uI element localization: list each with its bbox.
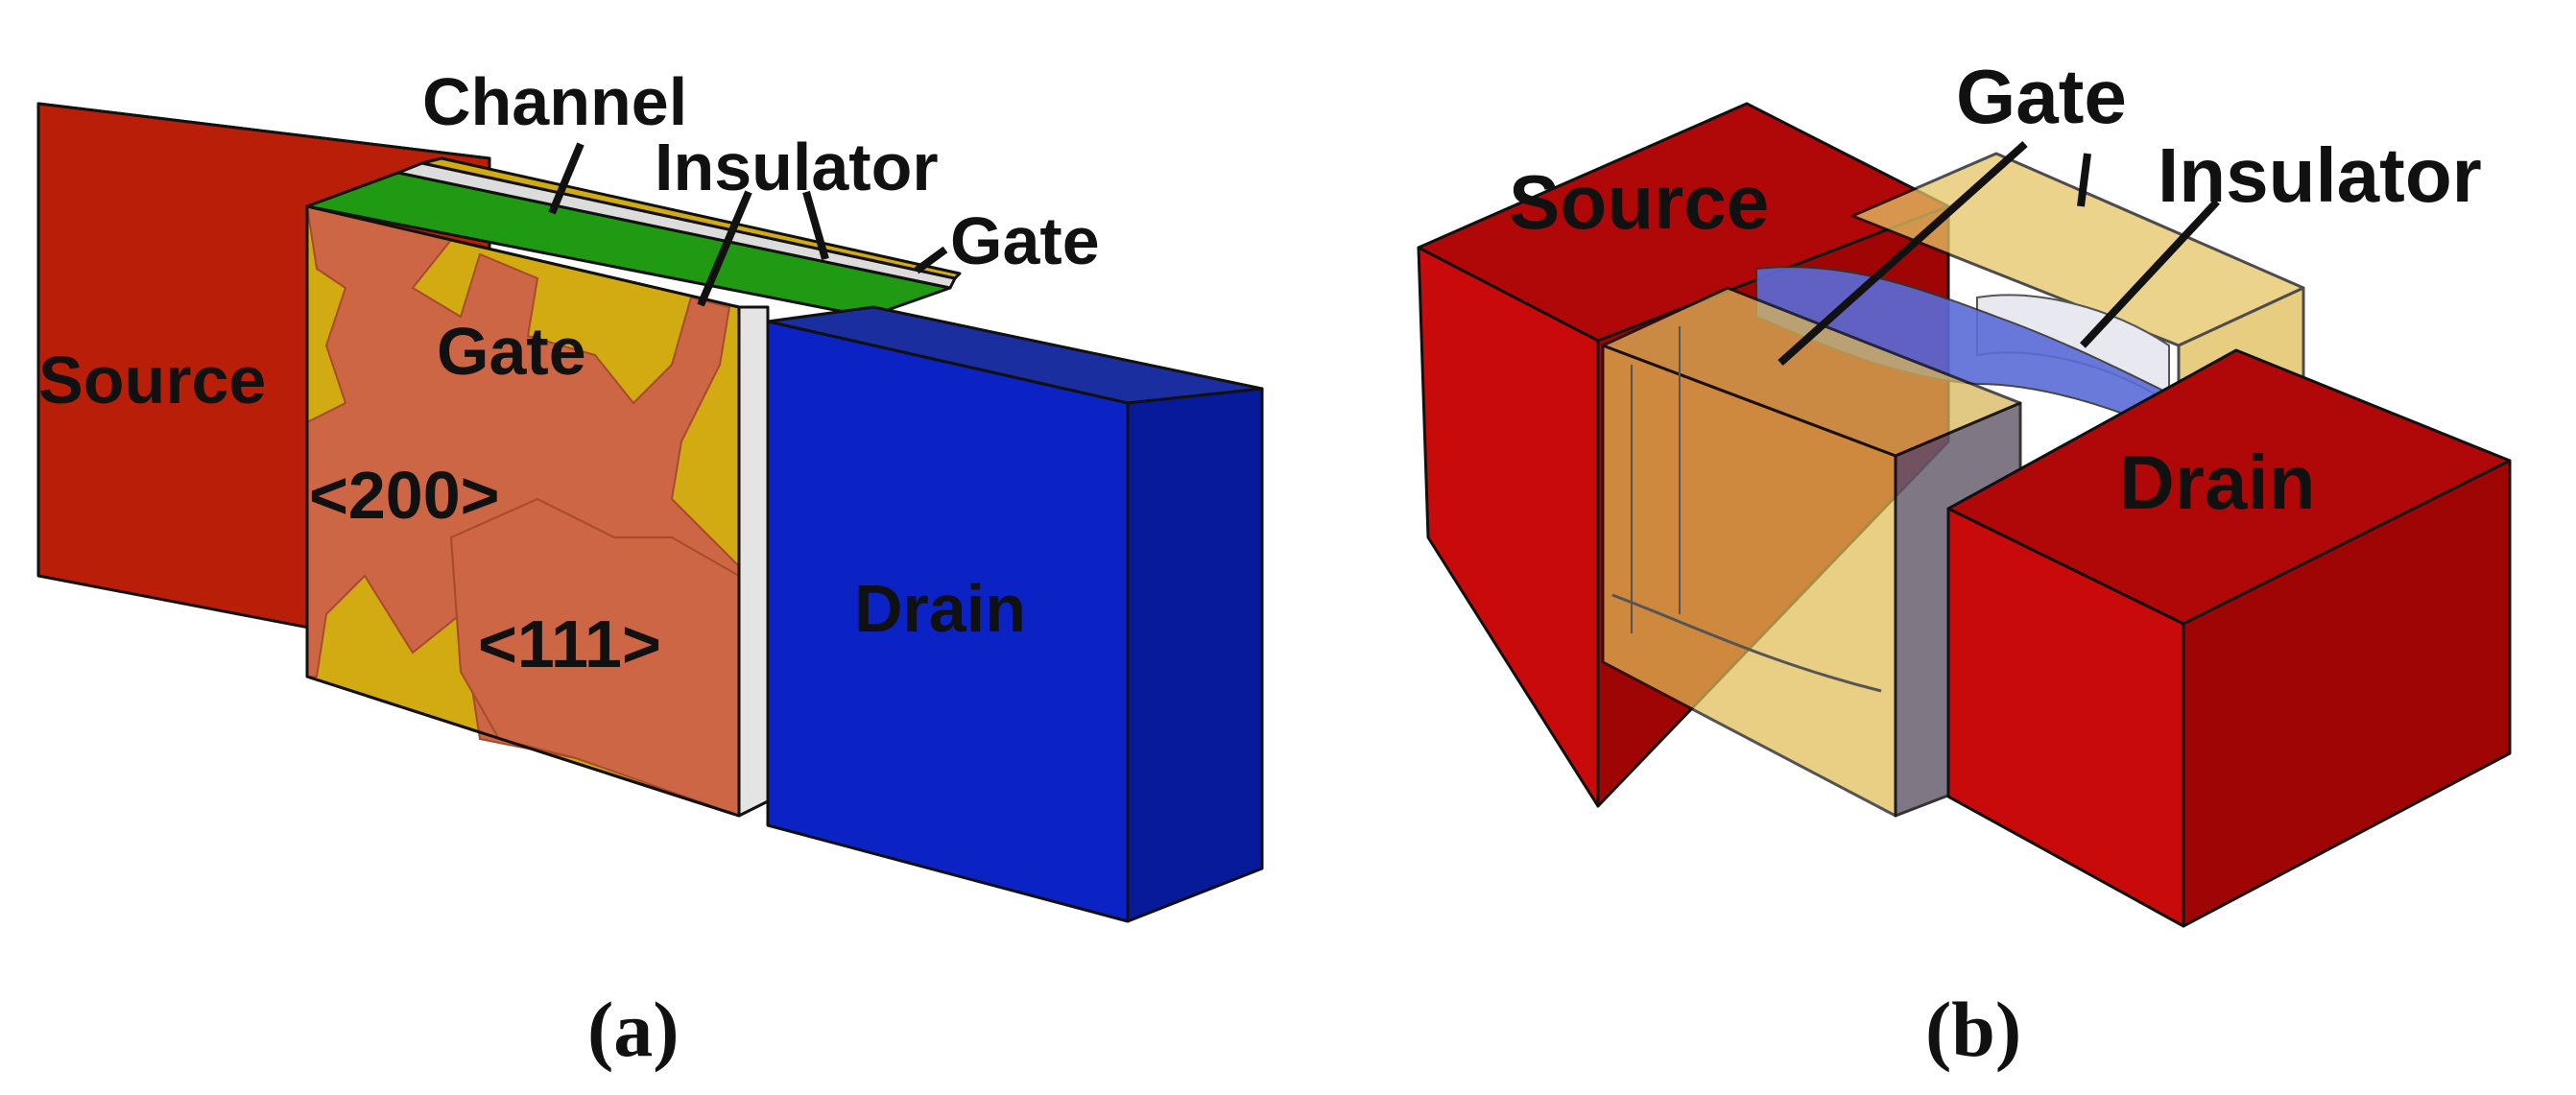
gate-label-b: Gate [1956, 54, 2127, 139]
drain-label-b: Drain [2119, 440, 2316, 525]
drain-block-a [766, 305, 1264, 923]
insulator-label-b: Insulator [2158, 132, 2482, 218]
caption-a: (a) [587, 986, 680, 1073]
caption-b: (b) [1925, 986, 2021, 1073]
gate-label-a-front: Gate [437, 314, 586, 389]
panel-a: Source Gate <200> <111> Channel Insulato… [36, 64, 1264, 1073]
channel-leader [548, 142, 584, 215]
insulator-sheet [737, 305, 770, 818]
source-label-a: Source [38, 343, 266, 417]
drain-label-a: Drain [854, 571, 1026, 646]
insulator-leader-b [2080, 199, 2220, 348]
grain-111-label: <111> [478, 607, 661, 681]
panel-b: Source Gate Insulator Drain (b) [1417, 54, 2512, 1073]
gate-leader-b [1777, 141, 2028, 366]
channel-label: Channel [422, 64, 687, 139]
drain-block-b [1946, 348, 2512, 928]
insulator-label-a: Insulator [655, 130, 939, 204]
gate-side-leader [914, 246, 948, 274]
gate-leader-b2 [2077, 153, 2091, 207]
grain-200-label: <200> [309, 458, 500, 533]
insulator-leader-a2 [802, 190, 829, 261]
gate-plate-front [305, 204, 741, 818]
source-label-b: Source [1509, 159, 1769, 245]
gate-label-a-side: Gate [950, 203, 1100, 278]
insulator-leader-a1 [697, 190, 752, 307]
